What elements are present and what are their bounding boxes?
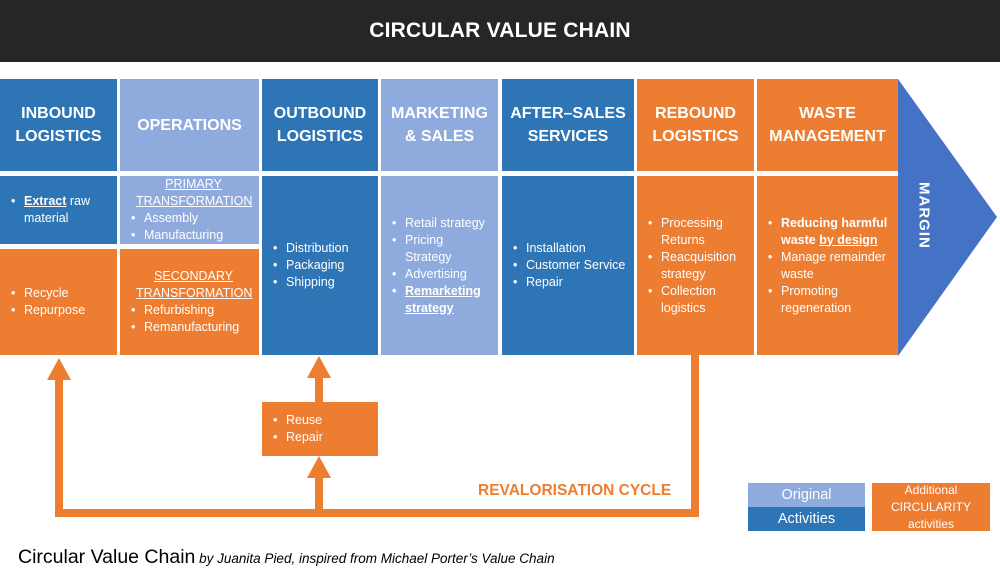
- legend-original-bottom: Activities: [748, 507, 865, 531]
- list-item: Manufacturing: [128, 227, 251, 244]
- loop-to-outbound-stroke: [315, 376, 323, 402]
- list-item: Installation: [510, 240, 626, 257]
- extract-rest: raw material: [24, 194, 91, 225]
- revalorisation-cycle-label: REVALORISATION CYCLE: [478, 482, 672, 499]
- header-after-sales-services: AFTER–SALES SERVICES: [502, 79, 634, 171]
- cycle-left-stroke: [55, 378, 63, 517]
- cycle-bottom-stroke: [55, 509, 699, 517]
- reduce-harmful-waste-text: Reducing harmful waste: [781, 215, 888, 247]
- marketing-cell: Retail strategy Pricing Strategy Adverti…: [381, 176, 498, 355]
- waste-cell: Reducing harmful waste by design Manage …: [757, 176, 898, 355]
- header-marketing-sales: MARKETING & SALES: [381, 79, 498, 171]
- list-item: Manage remainder waste: [765, 249, 890, 283]
- primary-transformation-title: PRIMARY TRANSFORMATION: [136, 177, 253, 208]
- arrow-up-to-outbound: [307, 356, 331, 378]
- by-design-emphasis: by design: [819, 232, 878, 247]
- reduce-harmful-waste-item: Reducing harmful waste by design: [765, 215, 890, 249]
- inbound-extract-item: Extract raw material: [8, 193, 109, 227]
- list-item: Repair: [510, 274, 626, 291]
- operations-secondary-cell: SECONDARY TRANSFORMATION Refurbishing Re…: [120, 249, 259, 355]
- legend-original-top: Original: [748, 483, 865, 507]
- caption-attribution: by Juanita Pied, inspired from Michael P…: [195, 551, 555, 566]
- list-item: Shipping: [270, 274, 370, 291]
- list-item: Remanufacturing: [128, 319, 251, 336]
- rebound-cell: Processing Returns Reacquisition strateg…: [637, 176, 754, 355]
- caption: Circular Value Chain by Juanita Pied, in…: [18, 546, 555, 569]
- outbound-cell: Distribution Packaging Shipping: [262, 176, 378, 355]
- list-item: Repurpose: [8, 302, 109, 319]
- list-item: Advertising: [389, 266, 490, 283]
- legend-additional: Additional CIRCULARITY activities: [872, 483, 990, 531]
- header-outbound-logistics: OUTBOUND LOGISTICS: [262, 79, 378, 171]
- secondary-transformation-title: SECONDARY TRANSFORMATION: [136, 269, 253, 300]
- list-item: Customer Service: [510, 257, 626, 274]
- header-inbound-logistics: INBOUND LOGISTICS: [0, 79, 117, 171]
- inbound-original-cell: Extract raw material: [0, 176, 117, 244]
- list-item: Distribution: [270, 240, 370, 257]
- list-item: Pricing Strategy: [389, 232, 490, 266]
- reuse-repair-box: Reuse Repair: [262, 402, 378, 456]
- header-rebound-logistics: REBOUND LOGISTICS: [637, 79, 754, 171]
- arrow-up-to-inbound: [47, 358, 71, 380]
- header-operations: OPERATIONS: [120, 79, 259, 171]
- list-item: Packaging: [270, 257, 370, 274]
- cycle-middle-stroke: [315, 476, 323, 514]
- remarketing-strategy-item: Remarketing strategy: [389, 283, 490, 317]
- margin-arrow-shape: [898, 79, 997, 356]
- margin-label: MARGIN: [915, 181, 933, 249]
- inbound-circular-cell: Recycle Repurpose: [0, 249, 117, 355]
- list-item: Collection logistics: [645, 283, 746, 317]
- list-item: Processing Returns: [645, 215, 746, 249]
- list-item: Refurbishing: [128, 302, 251, 319]
- page-title: CIRCULAR VALUE CHAIN: [0, 0, 1000, 62]
- aftersales-cell: Installation Customer Service Repair: [502, 176, 634, 355]
- list-item: Retail strategy: [389, 215, 490, 232]
- list-item: Repair: [270, 429, 370, 446]
- list-item: Reacquisition strategy: [645, 249, 746, 283]
- extract-emphasis: Extract: [24, 194, 67, 208]
- header-waste-management: WASTE MANAGEMENT: [757, 79, 898, 171]
- list-item: Reuse: [270, 412, 370, 429]
- caption-main: Circular Value Chain: [18, 546, 196, 568]
- list-item: Assembly: [128, 210, 251, 227]
- list-item: Recycle: [8, 285, 109, 302]
- cycle-down-stroke: [691, 355, 699, 517]
- operations-primary-cell: PRIMARY TRANSFORMATION Assembly Manufact…: [120, 176, 259, 244]
- arrow-up-to-loop-box: [307, 456, 331, 478]
- list-item: Promoting regeneration: [765, 283, 890, 317]
